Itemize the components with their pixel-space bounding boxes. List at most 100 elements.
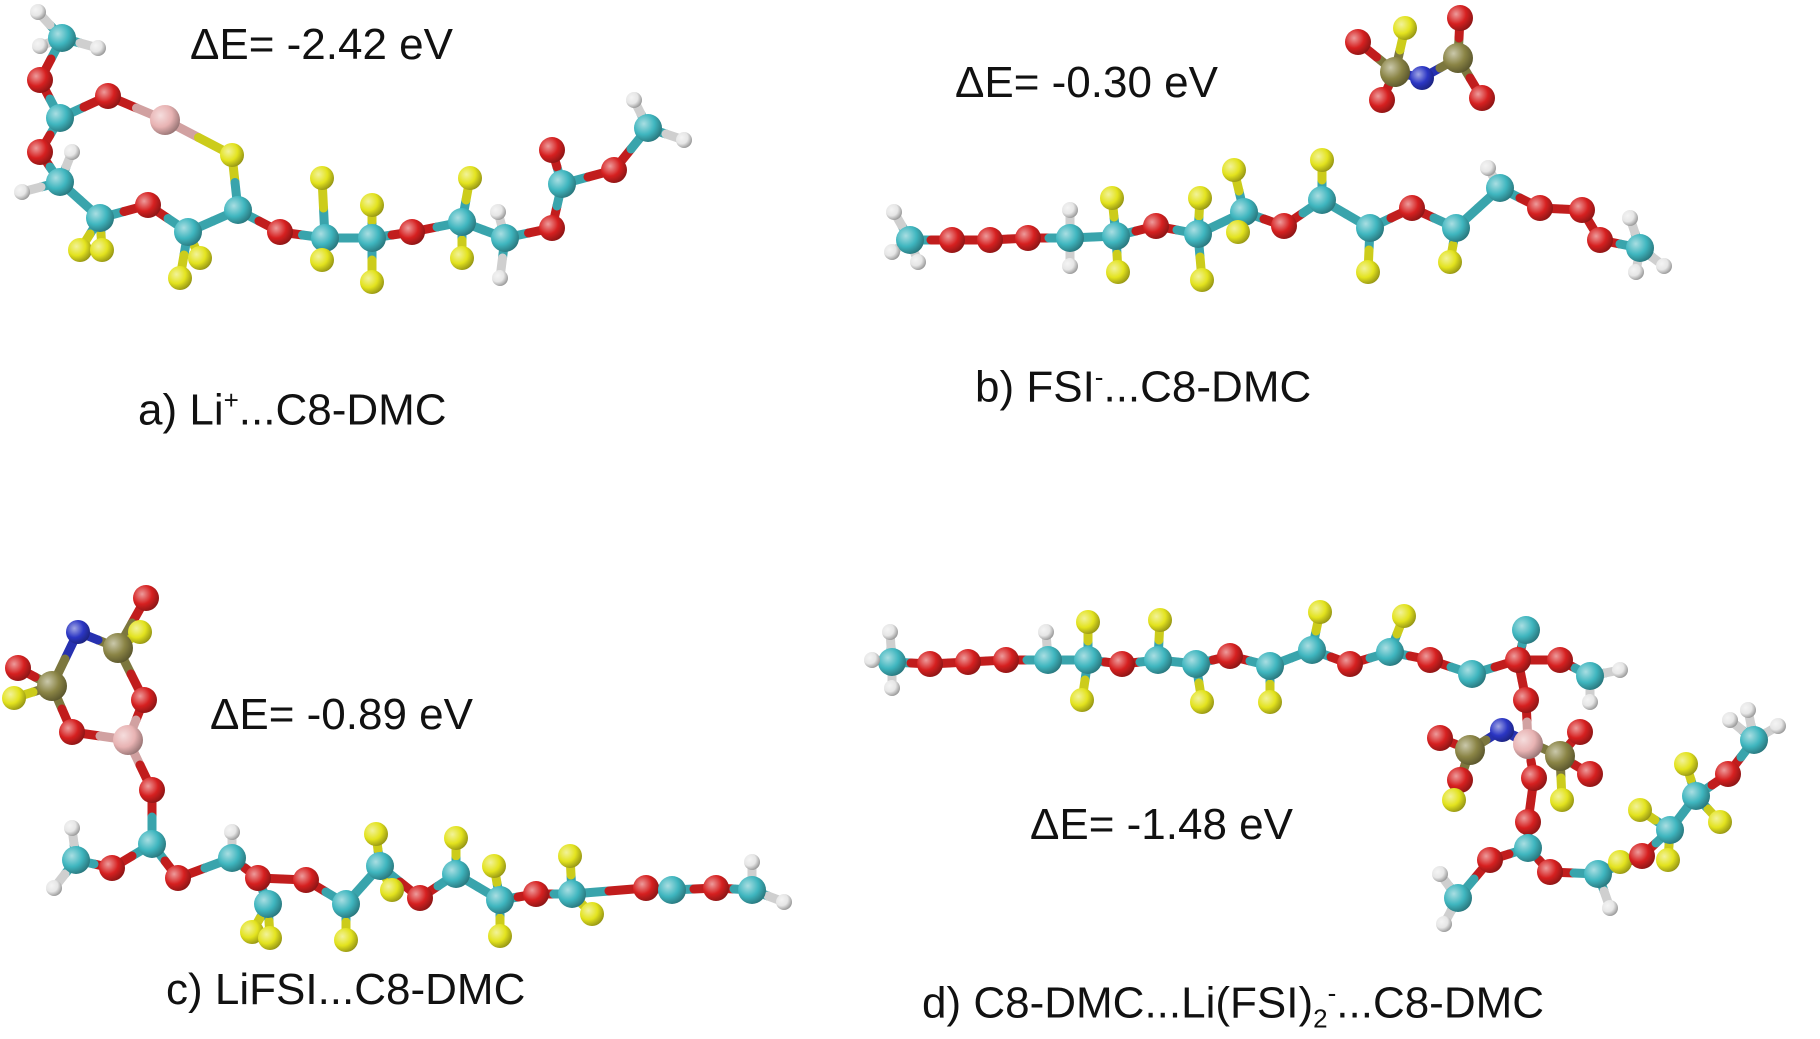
molecule-b [884,5,1672,292]
hydrogen-atom [32,38,48,54]
oxygen-atom [523,881,549,907]
oxygen-atom [1569,197,1595,223]
nitrogen-atom [66,620,90,644]
panel-c: ΔE= -0.89 eV c) LiFSI...C8-DMC [0,560,860,1039]
oxygen-atom [1109,651,1135,677]
hydrogen-atom [1602,900,1618,916]
fluorine-atom [1656,848,1680,872]
oxygen-atom [703,875,729,901]
molecule-d [864,600,1786,932]
fluorine-atom [1392,604,1416,628]
oxygen-atom [1427,725,1453,751]
lithium-atom [150,105,180,135]
energy-label-a: ΔE= -2.42 eV [190,20,453,69]
hydrogen-atom [626,92,642,108]
oxygen-atom [407,885,433,911]
oxygen-atom [133,585,159,611]
fluorine-atom [1076,610,1100,634]
energy-label-c: ΔE= -0.89 eV [210,690,473,739]
carbon-atom [218,844,246,872]
carbon-atom [1074,646,1102,674]
carbon-atom [366,852,394,880]
oxygen-atom [1271,213,1297,239]
hydrogen-atom [1062,202,1078,218]
oxygen-atom [1587,227,1613,253]
hydrogen-atom [1770,718,1786,734]
hydrogen-atom [490,204,506,220]
oxygen-atom [131,687,157,713]
caption-d: d) C8-DMC...Li(FSI)2-...C8-DMC [922,978,1544,1034]
fluorine-atom [310,166,334,190]
fluorine-atom [188,246,212,270]
oxygen-atom [27,67,53,93]
hydrogen-atom [90,40,106,56]
carbon-atom [1458,660,1486,688]
hydrogen-atom [776,894,792,910]
fluorine-atom [380,878,404,902]
caption-b-prefix: b) FSI [975,362,1095,412]
oxygen-atom [1505,647,1531,673]
oxygen-atom [1369,87,1395,113]
caption-d-prefix: d) C8-DMC...Li(FSI) [922,978,1314,1028]
carbon-atom [1376,638,1404,666]
hydrogen-atom [884,244,900,260]
oxygen-atom [1469,85,1495,111]
oxygen-atom [1143,213,1169,239]
hydrogen-atom [1436,916,1452,932]
hydrogen-atom [886,204,902,220]
caption-b-charge: - [1094,362,1104,392]
fluorine-atom [1438,250,1462,274]
oxygen-atom [977,227,1003,253]
fluorine-atom [220,143,244,167]
energy-label-d: ΔE= -1.48 eV [1030,800,1293,849]
hydrogen-atom [882,624,898,640]
hydrogen-atom [910,254,926,270]
fluorine-atom [310,248,334,272]
caption-b-suffix: ...C8-DMC [1103,362,1312,412]
carbon-atom [1308,186,1336,214]
fluorine-atom [68,238,92,262]
fluorine-atom [558,844,582,868]
carbon-atom [48,24,76,52]
hydrogen-atom [1038,624,1054,640]
hydrogen-atom [46,880,62,896]
fluorine-atom [90,238,114,262]
sulfur-atom [1443,43,1473,73]
nitrogen-atom [1490,718,1514,742]
carbon-atom [1576,662,1604,690]
fluorine-atom [1310,148,1334,172]
oxygen-atom [1577,761,1603,787]
oxygen-atom [917,651,943,677]
fluorine-atom [360,193,384,217]
oxygen-atom [267,219,293,245]
carbon-atom [1182,650,1210,678]
oxygen-atom [135,192,161,218]
lithium-atom [1513,729,1543,759]
oxygen-atom [1527,195,1553,221]
carbon-atom [1584,860,1612,888]
carbon-atom [1656,816,1684,844]
oxygen-atom [1477,847,1503,873]
caption-d-subscript: 2 [1313,1003,1328,1034]
fluorine-atom [1356,260,1380,284]
fluorine-atom [1628,798,1652,822]
fluorine-atom [1188,186,1212,210]
oxygen-atom [245,865,271,891]
hydrogen-atom [64,820,80,836]
molecule-c [2,585,792,952]
oxygen-atom [27,139,53,165]
hydrogen-atom [1740,702,1756,718]
oxygen-atom [601,157,627,183]
oxygen-atom [1515,809,1541,835]
sulfur-atom [37,671,67,701]
oxygen-atom [1447,5,1473,31]
caption-a-suffix: ...C8-DMC [238,385,447,435]
hydrogen-atom [676,132,692,148]
oxygen-atom [1417,647,1443,673]
oxygen-atom [5,655,31,681]
oxygen-atom [1537,859,1563,885]
oxygen-atom [633,875,659,901]
caption-a: a) Li+...C8-DMC [138,385,447,436]
carbon-atom [332,890,360,918]
carbon-atom [1034,646,1062,674]
